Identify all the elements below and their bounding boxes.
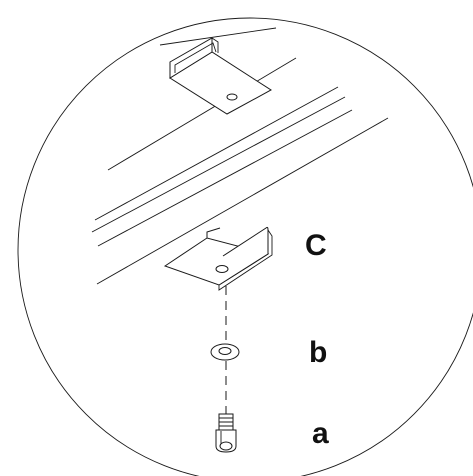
washer-b (210, 343, 240, 361)
upper-bracket (169, 37, 272, 115)
upper-rail-lines (91, 27, 389, 285)
bracket-c (163, 226, 273, 291)
label-c: C (305, 229, 327, 262)
detail-circle (17, 17, 473, 476)
label-a: a (312, 417, 329, 450)
screw-a (215, 413, 237, 453)
label-b: b (309, 336, 327, 369)
